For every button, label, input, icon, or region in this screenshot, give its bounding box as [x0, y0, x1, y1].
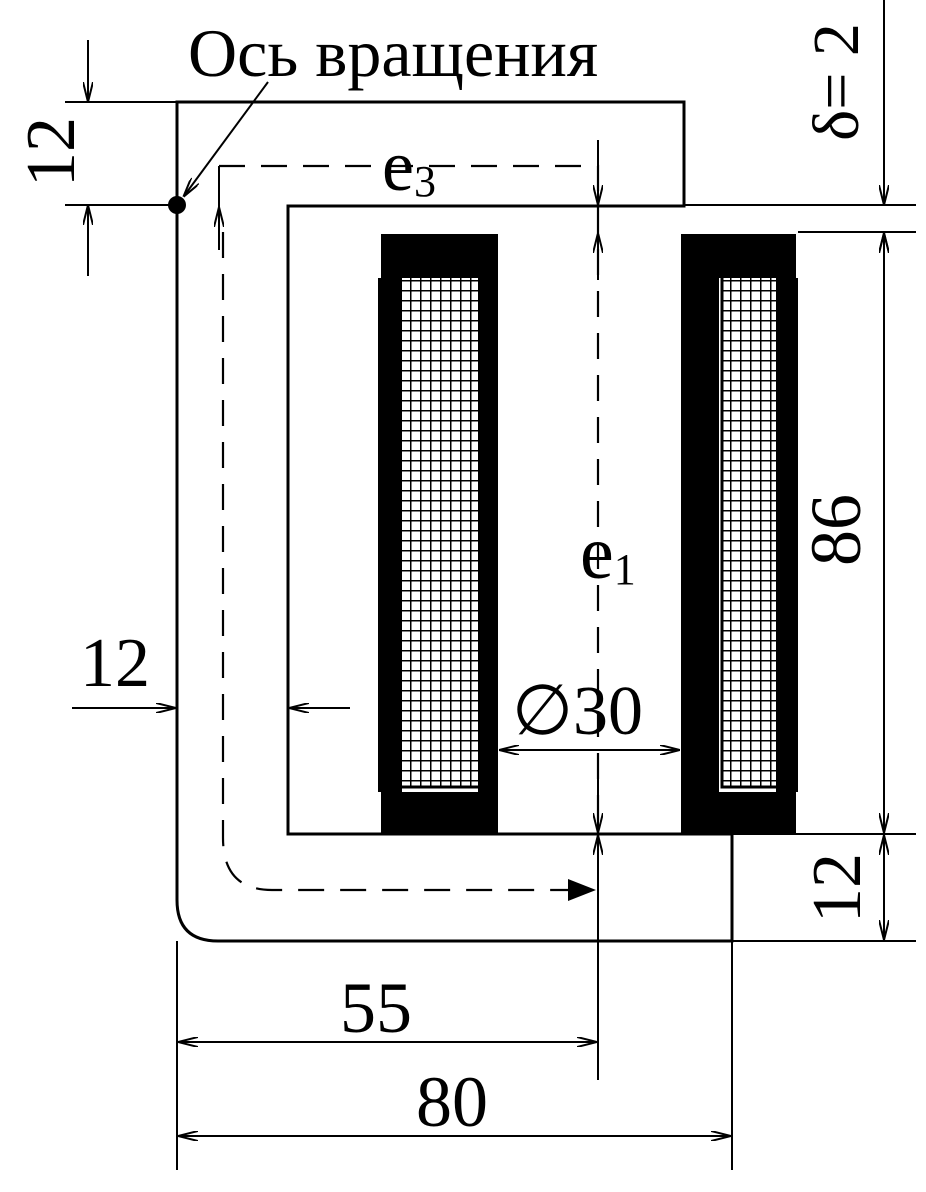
extension-lines: [65, 0, 916, 1170]
diameter-label: ∅30: [512, 673, 643, 750]
coil: [378, 234, 798, 834]
dim-axis-to-core: 55: [340, 968, 412, 1048]
dimension-lines: [72, 40, 884, 1136]
coil-tube-wall-left-inner: [378, 278, 402, 792]
coil-winding-right: [720, 273, 780, 789]
dim-overall-width: 80: [416, 1062, 488, 1142]
coil-tube-wall-right: [681, 234, 719, 834]
dim-top-thickness: 12: [13, 117, 90, 187]
dim-bottom-thickness: 12: [799, 853, 876, 923]
coil-flange-top-left: [381, 234, 496, 278]
dim-window-height: 86: [796, 494, 876, 566]
dim-side-thickness: 12: [80, 625, 150, 702]
coil-tube-wall-left: [478, 234, 498, 834]
core-outline: [175, 100, 734, 943]
path-label-e1: e1: [580, 511, 636, 595]
coil-flange-bottom-left: [381, 792, 496, 834]
gap-label: δ= 2: [800, 23, 873, 141]
coil-winding-left: [398, 273, 482, 789]
rotation-axis-label: Ось вращения: [188, 15, 598, 91]
coil-tube-wall-right-outer: [776, 278, 798, 792]
path-label-e3: e3: [382, 126, 436, 206]
